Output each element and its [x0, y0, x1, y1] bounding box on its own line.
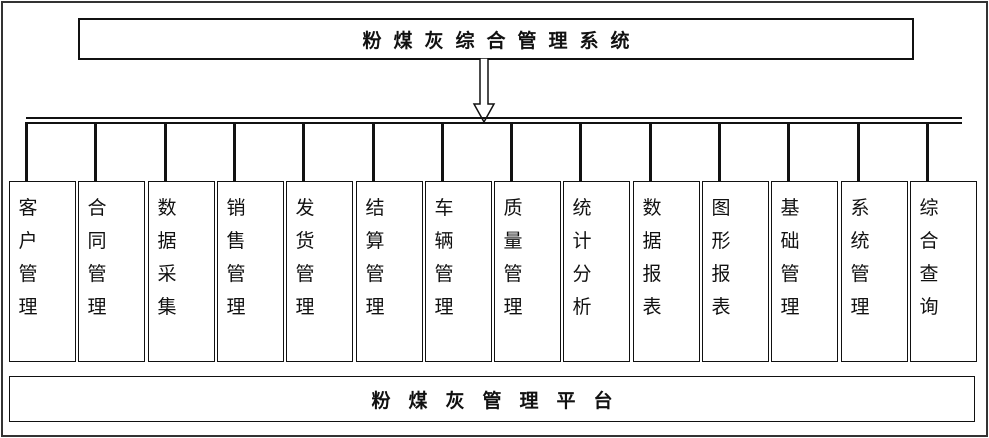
module-connector: [25, 122, 28, 182]
platform-title: 粉煤灰管理平台: [371, 389, 631, 412]
module-label: 结算管理: [365, 197, 385, 318]
module-connector: [857, 122, 860, 182]
module-label: 图形报表: [711, 197, 731, 318]
module-box: 统计分析: [563, 181, 630, 362]
module-box: 图形报表: [702, 181, 769, 362]
module-label: 统计分析: [572, 197, 592, 318]
module-connector: [579, 122, 582, 182]
module-box: 综合查询: [910, 181, 977, 362]
module-box: 系统管理: [841, 181, 908, 362]
module-box: 数据采集: [148, 181, 215, 362]
module-connector: [233, 122, 236, 182]
module-box: 车辆管理: [425, 181, 492, 362]
module-label: 综合查询: [919, 197, 939, 318]
module-box: 客户管理: [9, 181, 76, 362]
bus-line-top: [26, 117, 962, 119]
module-connector: [926, 122, 929, 182]
module-box: 质量管理: [494, 181, 561, 362]
module-connector: [510, 122, 513, 182]
module-label: 系统管理: [850, 197, 870, 318]
module-connector: [441, 122, 444, 182]
module-label: 质量管理: [503, 197, 523, 318]
module-label: 数据报表: [642, 197, 662, 318]
module-label: 客户管理: [18, 197, 38, 318]
module-label: 发货管理: [295, 197, 315, 318]
module-connector: [302, 122, 305, 182]
module-connector: [649, 122, 652, 182]
bus-line-bottom: [26, 122, 962, 124]
module-label: 基础管理: [780, 197, 800, 318]
module-box: 发货管理: [286, 181, 353, 362]
module-box: 结算管理: [356, 181, 423, 362]
module-box: 基础管理: [771, 181, 838, 362]
module-box: 数据报表: [633, 181, 700, 362]
module-connector: [718, 122, 721, 182]
module-connector: [94, 122, 97, 182]
platform-box: 粉煤灰管理平台: [9, 376, 975, 422]
module-label: 销售管理: [226, 197, 246, 318]
module-connector: [164, 122, 167, 182]
module-connector: [372, 122, 375, 182]
system-title: 粉煤灰综合管理系统: [362, 29, 642, 52]
module-label: 车辆管理: [434, 197, 454, 318]
module-box: 销售管理: [217, 181, 284, 362]
module-connector: [787, 122, 790, 182]
down-arrow-icon: [472, 58, 496, 124]
system-title-box: 粉煤灰综合管理系统: [78, 18, 914, 60]
module-label: 数据采集: [157, 197, 177, 318]
module-label: 合同管理: [87, 197, 107, 318]
module-box: 合同管理: [78, 181, 145, 362]
